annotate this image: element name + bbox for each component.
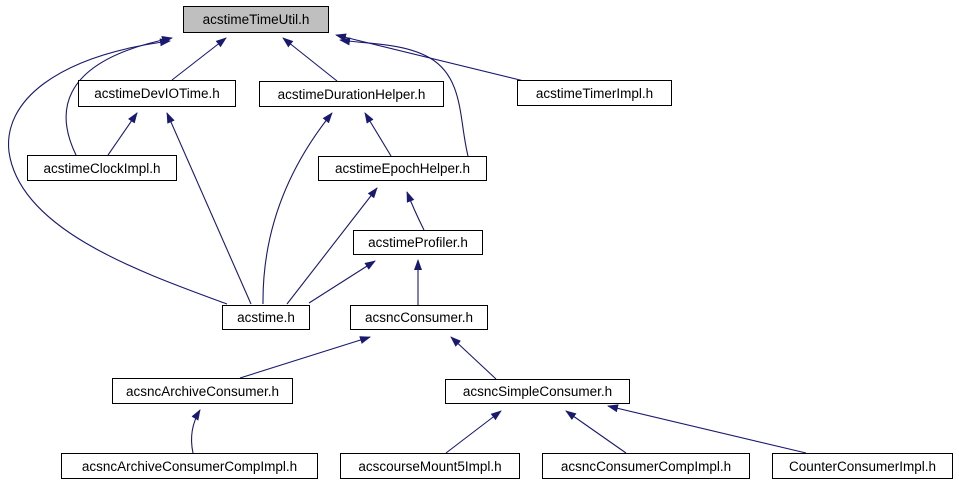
edge-acstimeDevIOTime-to-acstimeTimeUtil <box>171 37 227 81</box>
edge-acstime-to-acstimeTimeUtil <box>8 38 228 305</box>
node-acstimeDevIOTime[interactable]: acstimeDevIOTime.h <box>78 80 236 107</box>
node-acstimeEpochHelper[interactable]: acstimeEpochHelper.h <box>318 156 487 181</box>
node-acstimeTimerImpl[interactable]: acstimeTimerImpl.h <box>517 80 672 106</box>
edge-acsncArchiveConsumerCompImpl-to-acsncArchiveConsumer <box>191 409 201 454</box>
edge-acstimeProfiler-to-acstimeEpochHelper <box>406 191 425 231</box>
edge-acstimeDurationHelper-to-acstimeTimeUtil <box>282 37 338 82</box>
edge-acstime-to-acstimeEpochHelper <box>286 187 378 305</box>
edge-acstimeClockImpl-to-acstimeDevIOTime <box>107 112 138 156</box>
edge-acstime-to-acstimeDevIOTime <box>166 112 252 305</box>
edge-acsncConsumerCompImpl-to-acsncSimpleConsumer <box>565 410 627 454</box>
node-acsncConsumerCompImpl[interactable]: acsncConsumerCompImpl.h <box>542 453 750 479</box>
edge-acsncArchiveConsumer-to-acsncConsumer <box>239 336 371 379</box>
edge-acsncSimpleConsumer-to-acsncConsumer <box>450 336 497 380</box>
node-acsncArchiveConsumerCompImpl[interactable]: acsncArchiveConsumerCompImpl.h <box>61 453 318 479</box>
node-acstimeProfiler[interactable]: acstimeProfiler.h <box>353 230 483 255</box>
node-acsncSimpleConsumer[interactable]: acsncSimpleConsumer.h <box>445 379 630 404</box>
node-acstimeDurationHelper[interactable]: acstimeDurationHelper.h <box>259 81 444 107</box>
edge-acstimeEpochHelper-to-acstimeTimeUtil <box>339 37 469 157</box>
node-acsncArchiveConsumer[interactable]: acsncArchiveConsumer.h <box>112 378 293 404</box>
edge-acstimeClockImpl-to-acstimeTimeUtil <box>65 36 173 156</box>
node-acstimeTimeUtil: acstimeTimeUtil.h <box>183 6 329 33</box>
node-acstime[interactable]: acstime.h <box>222 305 310 330</box>
edge-acstime-to-acstimeDurationHelper <box>262 112 333 305</box>
edge-CounterConsumerImpl-to-acsncSimpleConsumer <box>607 404 807 454</box>
edge-acscourseMount5Impl-to-acsncSimpleConsumer <box>445 410 502 454</box>
node-CounterConsumerImpl[interactable]: CounterConsumerImpl.h <box>772 453 953 479</box>
node-acscourseMount5Impl[interactable]: acscourseMount5Impl.h <box>340 453 520 479</box>
node-acsncConsumer[interactable]: acsncConsumer.h <box>350 305 488 330</box>
node-acstimeClockImpl[interactable]: acstimeClockImpl.h <box>27 155 177 181</box>
edge-acstime-to-acstimeProfiler <box>308 260 376 304</box>
edge-acstimeEpochHelper-to-acstimeDurationHelper <box>364 112 392 157</box>
